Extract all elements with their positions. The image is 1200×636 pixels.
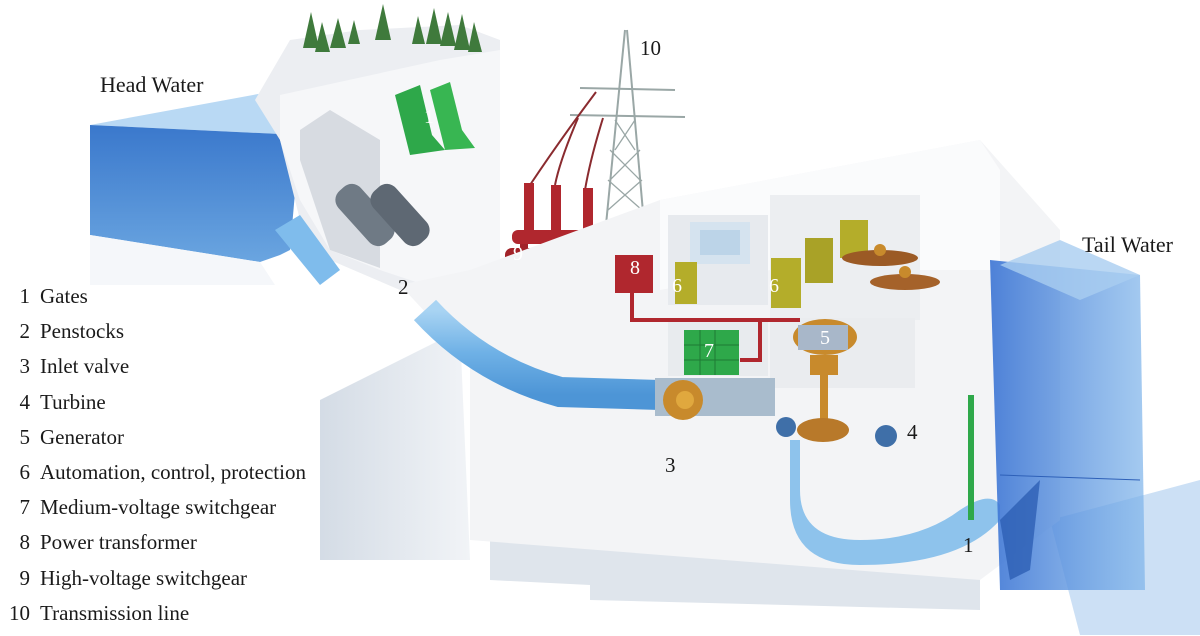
powerhouse (400, 140, 1060, 580)
legend-number: 8 (19, 530, 31, 555)
head-water-label: Head Water (100, 72, 204, 97)
penstock-pipes (335, 183, 430, 247)
legend-label: Medium-voltage switchgear (40, 495, 277, 520)
legend-item: 7 Medium-voltage switchgear (2, 495, 306, 530)
legend-label: Gates (40, 284, 88, 308)
legend-item: 2 Penstocks (2, 319, 306, 354)
legend-label: Automation, control, protection (40, 459, 306, 484)
callout-automation-right: 6 (769, 275, 779, 297)
legend-item: 10 Transmission line (2, 601, 306, 636)
trees (303, 4, 482, 52)
tail-water-label: Tail Water (1082, 232, 1173, 257)
callout-power-transformer: 8 (630, 257, 640, 279)
legend-label: Generator (40, 424, 124, 449)
callout-transmission-line: 10 (640, 36, 661, 60)
callout-inlet-valve: 3 (665, 453, 676, 477)
callout-penstocks: 2 (398, 275, 409, 299)
callout-automation-left: 6 (672, 275, 682, 297)
legend-number: 5 (19, 424, 31, 449)
legend-number: 1 (19, 284, 31, 308)
legend-number: 9 (19, 565, 31, 590)
upper-gates (395, 82, 475, 155)
legend-item: 3 Inlet valve (2, 354, 306, 389)
legend-item: 1 Gates (2, 284, 306, 319)
callout-turbine: 4 (907, 420, 918, 444)
legend-label: High-voltage switchgear (40, 565, 248, 590)
legend-number: 10 (9, 600, 30, 625)
legend-item: 4 Turbine (2, 390, 306, 425)
transmission-pylon (569, 29, 686, 236)
legend-number: 4 (19, 389, 31, 414)
legend-item: 5 Generator (2, 425, 306, 460)
callout-gates-upper: 1 (424, 106, 434, 128)
tail-water (990, 240, 1145, 590)
legend-label: Turbine (40, 389, 106, 414)
legend-label: Transmission line (40, 600, 190, 625)
legend-number: 7 (19, 495, 31, 520)
callout-mv-switchgear: 7 (704, 340, 714, 362)
legend-item: 9 High-voltage switchgear (2, 566, 306, 601)
callout-hv-switchgear: 9 (513, 243, 523, 265)
legend-number: 3 (19, 354, 31, 379)
legend-number: 2 (19, 319, 31, 344)
dam-structure (255, 4, 500, 300)
callout-gates-lower: 1 (963, 533, 974, 557)
legend-item: 8 Power transformer (2, 530, 306, 565)
legend-item: 6 Automation, control, protection (2, 460, 306, 495)
legend-label: Inlet valve (40, 354, 130, 379)
legend-number: 6 (19, 459, 31, 484)
legend-label: Penstocks (40, 319, 124, 344)
legend-label: Power transformer (40, 530, 197, 555)
callout-generator: 5 (820, 327, 830, 349)
